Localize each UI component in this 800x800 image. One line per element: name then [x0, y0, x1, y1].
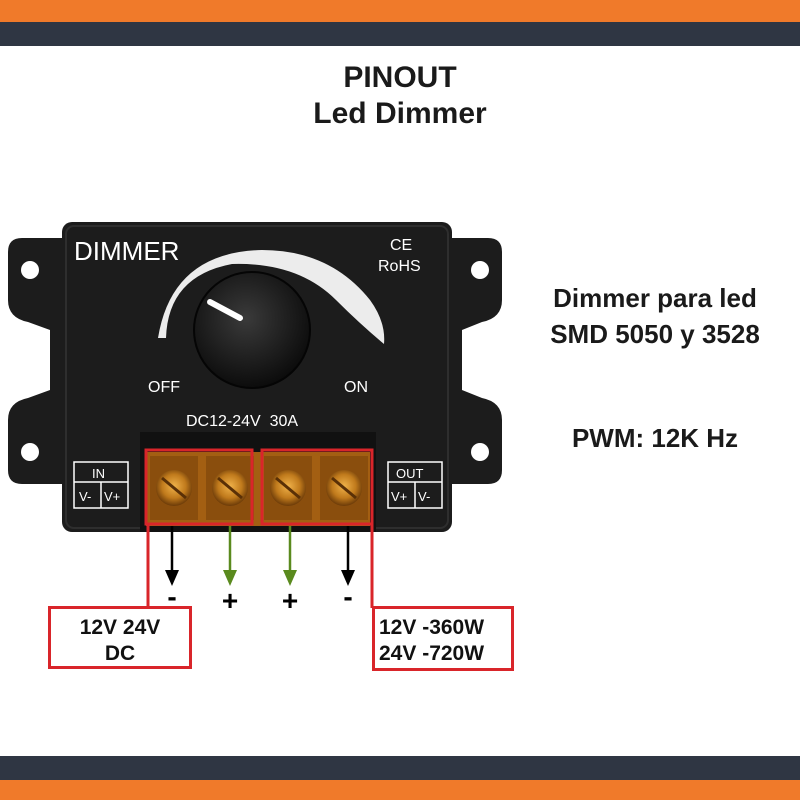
- top-dark-band: [0, 22, 800, 46]
- knob-indicator: [207, 299, 243, 321]
- bottom-orange-band: [0, 780, 800, 800]
- polarity-4: -: [343, 581, 352, 612]
- title-line-1: PINOUT: [343, 61, 457, 94]
- polarity-1: -: [167, 581, 176, 612]
- right-lower-hole: [471, 443, 489, 461]
- right-upper-hole: [471, 261, 489, 279]
- pwm-text: PWM: 12K Hz: [571, 423, 739, 453]
- rohs-mark: RoHS: [378, 258, 421, 275]
- in-pin-2: V+: [104, 489, 120, 504]
- left-mounting-ear: [8, 238, 62, 484]
- out-label: OUT: [396, 466, 424, 481]
- out-pin-1: V+: [391, 489, 407, 504]
- input-terminals-highlight: [144, 448, 254, 526]
- description-line-1: Dimmer para led: [553, 283, 757, 313]
- output-spec-line-1: 12V -360W: [379, 616, 485, 639]
- in-pin-1: V-: [79, 489, 91, 504]
- dial-arc: [158, 250, 385, 344]
- device-label: DIMMER: [74, 236, 179, 266]
- input-spec-line-2: DC: [104, 642, 136, 665]
- description-line-2: SMD 5050 y 3528: [550, 319, 760, 349]
- in-label: IN: [92, 466, 105, 481]
- description-text: Dimmer para led SMD 5050 y 3528: [520, 280, 790, 352]
- title-line-2: Led Dimmer: [313, 97, 487, 130]
- input-spec-line-1: 12V 24V: [79, 616, 161, 639]
- polarity-2: +: [222, 585, 238, 616]
- on-label: ON: [344, 379, 368, 396]
- left-upper-hole: [21, 261, 39, 279]
- output-spec-box: 12V -360W 24V -720W: [372, 606, 514, 671]
- bottom-dark-band: [0, 756, 800, 780]
- right-mounting-ear: [450, 238, 502, 484]
- output-spec-line-2: 24V -720W: [379, 642, 485, 665]
- output-terminals-highlight: [260, 448, 374, 526]
- rating-label: DC12-24V 30A: [186, 413, 298, 430]
- left-lower-hole: [21, 443, 39, 461]
- top-orange-band: [0, 0, 800, 22]
- ce-mark: CE: [390, 237, 412, 254]
- terminal-screws: [150, 456, 368, 520]
- page-title: PINOUT Led Dimmer: [0, 60, 800, 132]
- out-pin-2: V-: [418, 489, 430, 504]
- polarity-3: +: [282, 585, 298, 616]
- dimmer-knob: [193, 271, 311, 389]
- input-spec-box: 12V 24V DC: [48, 606, 192, 669]
- off-label: OFF: [148, 379, 180, 396]
